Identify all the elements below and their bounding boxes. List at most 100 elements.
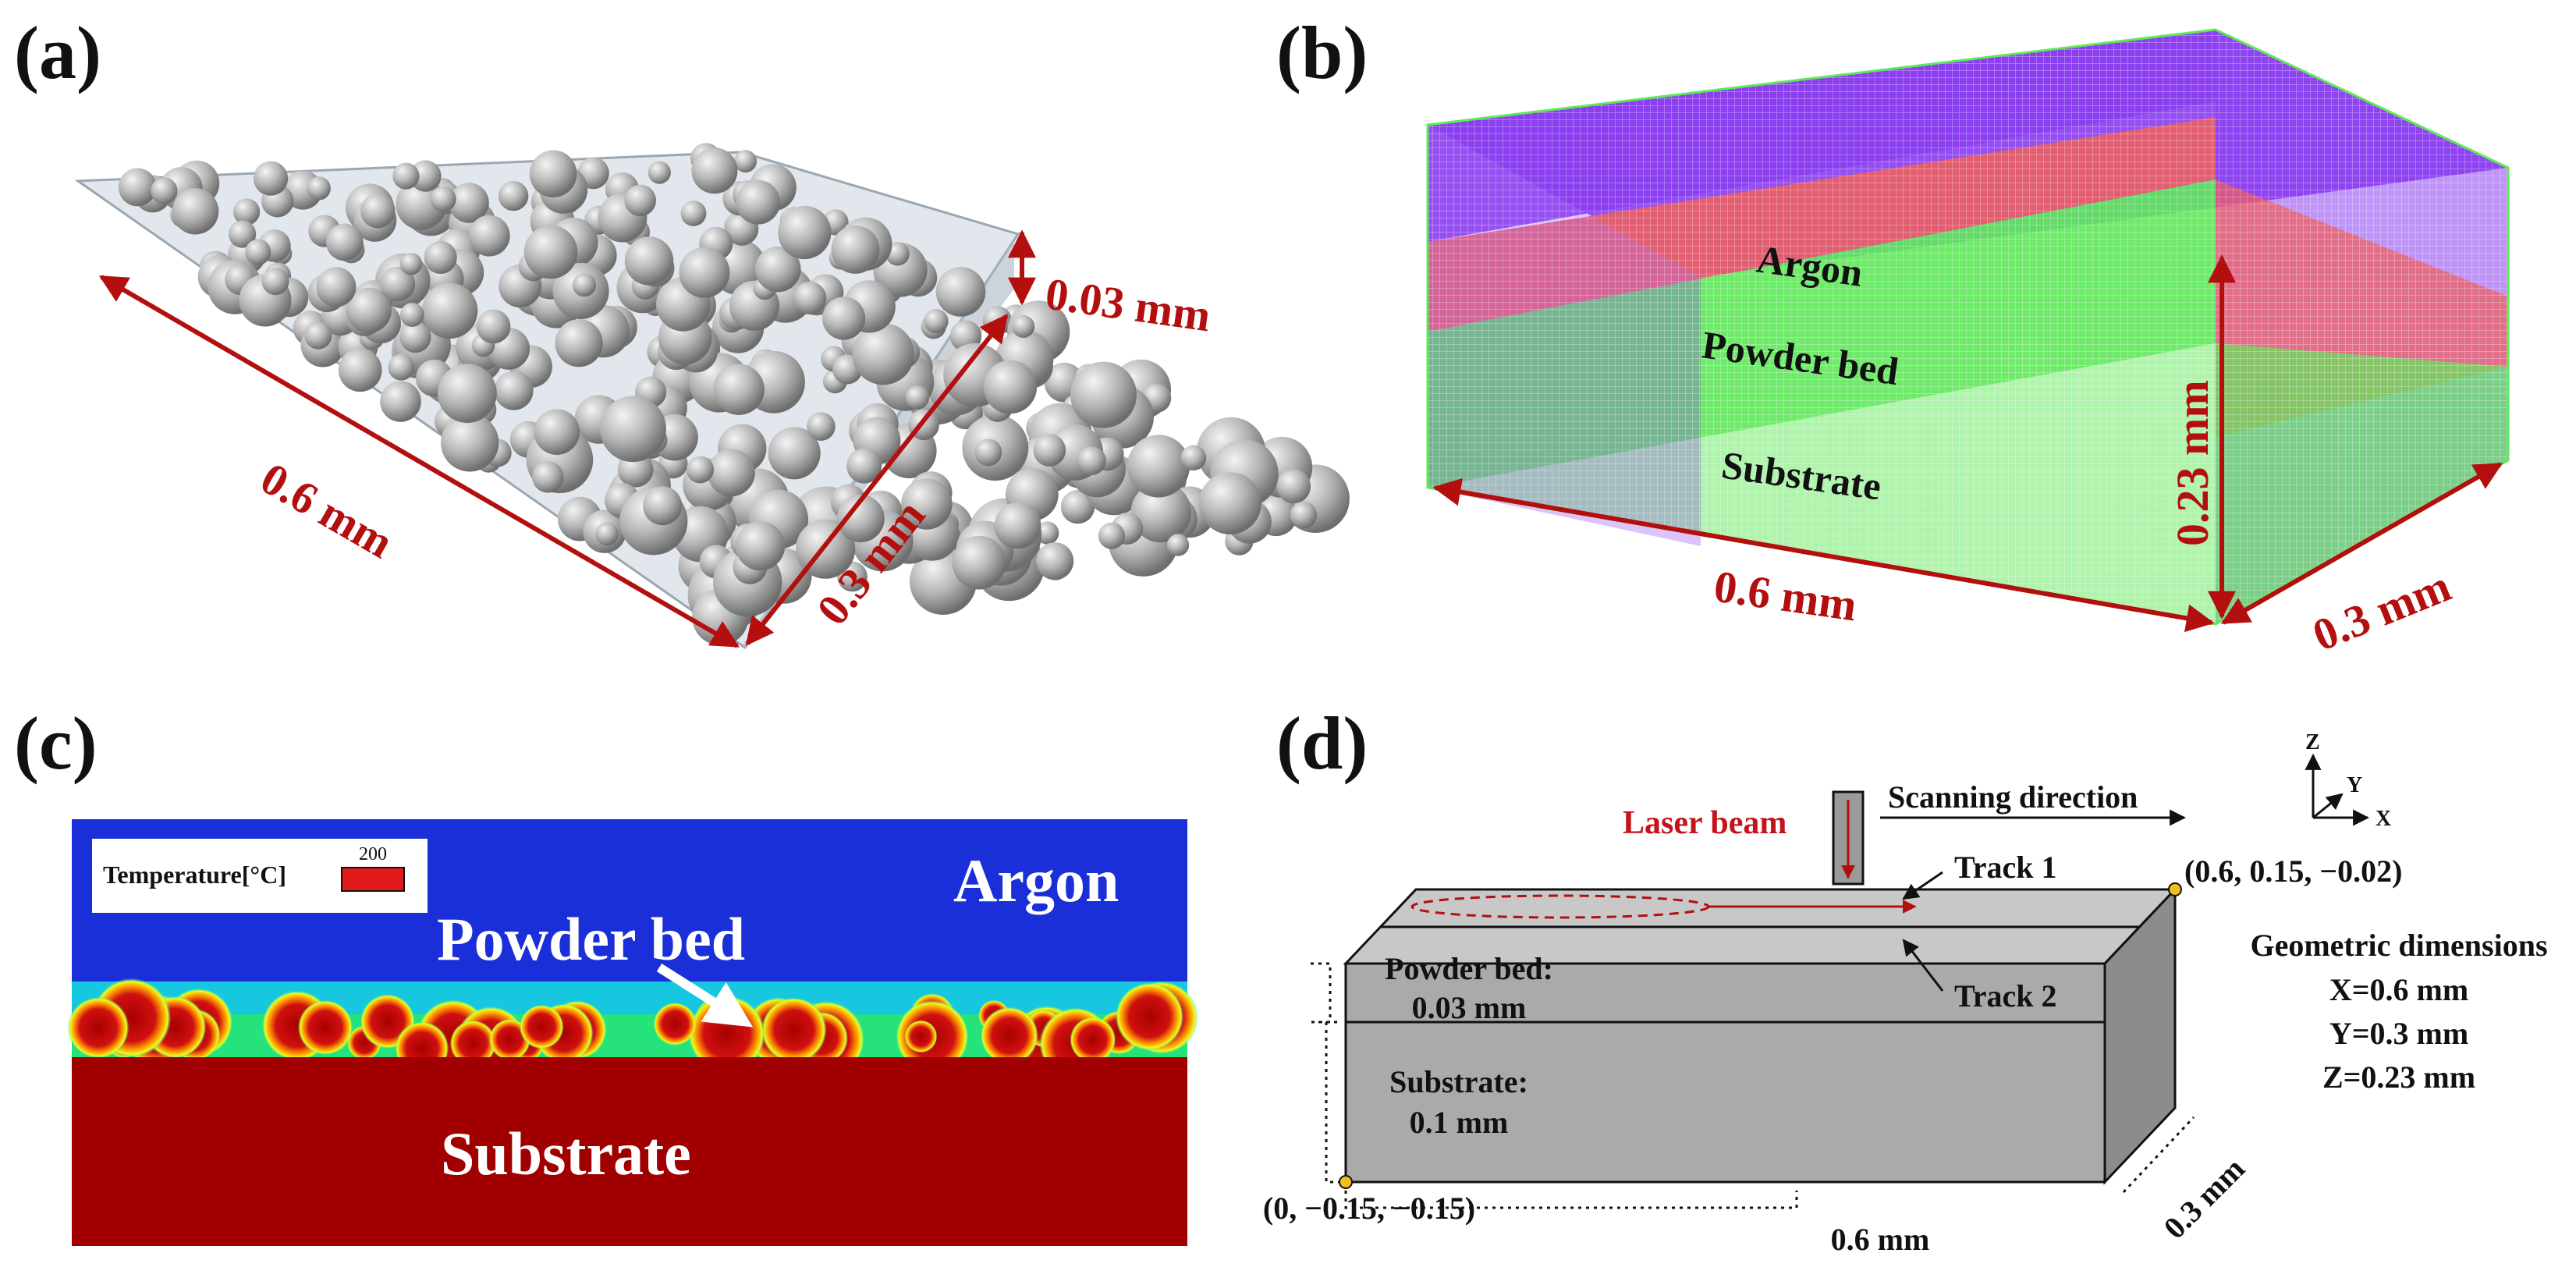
powder-particle (410, 160, 442, 192)
powder-particle (994, 502, 1041, 549)
powder-particle (1070, 361, 1137, 428)
powder-particle (325, 223, 364, 261)
panel-label-b: (b) (1276, 11, 1368, 94)
powder-particle (831, 225, 880, 274)
powder-particle (713, 364, 765, 415)
powder-particle (924, 308, 949, 334)
powder-particle (399, 253, 423, 275)
powder-particle (1012, 315, 1035, 338)
powder-particle (498, 180, 529, 211)
powder-bed-dim-value: 0.03 mm (1412, 990, 1527, 1025)
d-dim-depth: 0.3 mm (2157, 1151, 2251, 1245)
melt-particle (761, 997, 827, 1063)
geo-dim-x: X=0.6 mm (2329, 972, 2468, 1007)
geo-dim-z: Z=0.23 mm (2322, 1060, 2475, 1095)
powder-particle (532, 461, 564, 493)
powder-particle (648, 161, 671, 184)
powder-particle (687, 456, 714, 484)
panel-b-mesh-box (1426, 28, 2510, 626)
powder-particle (534, 409, 580, 455)
powder-particle (424, 240, 457, 275)
powder-particle (233, 198, 261, 225)
powder-particle (572, 273, 597, 297)
melt-particle (653, 1002, 697, 1046)
corner-bottom-label: (0, −0.15, −0.15) (1263, 1191, 1475, 1226)
powder-particle (523, 225, 578, 279)
geo-dim-y: Y=0.3 mm (2329, 1016, 2468, 1051)
powder-particle (360, 193, 396, 229)
powder-particle (1060, 489, 1095, 524)
powder-particle (304, 321, 332, 350)
track2-label: Track 2 (1954, 978, 2056, 1013)
powder-particle (555, 319, 603, 367)
powder-bed-dim-label: Powder bed: (1385, 951, 1553, 986)
d-dim-width: 0.6 mm (1831, 1222, 1930, 1257)
powder-particle (1130, 481, 1192, 543)
corner-point-bottom (1339, 1175, 1353, 1189)
powder-particle (1166, 534, 1190, 556)
powder-particle (392, 162, 420, 190)
powder-particle (983, 360, 1038, 414)
legend-title: Temperature[°C] (103, 861, 286, 889)
substrate-dim-value: 0.1 mm (1410, 1105, 1509, 1140)
melt-particle (1070, 1017, 1116, 1063)
powder-particle (1098, 522, 1126, 549)
powder-particle (1290, 501, 1318, 529)
sim-substrate-label: Substrate (441, 1120, 691, 1187)
legend-value: 200 (359, 844, 387, 864)
powder-particle (1127, 435, 1190, 498)
powder-particle (624, 184, 656, 217)
powder-particle (307, 176, 331, 201)
melt-particle (980, 1006, 1039, 1065)
powder-particle (172, 188, 219, 235)
powder-particle (1077, 446, 1106, 475)
melt-particle (449, 1020, 497, 1067)
powder-particle (974, 438, 1002, 467)
corner-point-top (2168, 882, 2182, 896)
panel-d-schematic: Z Y X (1311, 730, 2391, 1209)
panel-d-labels: Laser beam Scanning direction Track 1 Tr… (1263, 779, 2548, 1257)
powder-particle (1033, 434, 1066, 467)
powder-particle (1035, 521, 1059, 545)
powder-particle (421, 282, 478, 339)
axes-triad: Z Y X (2305, 730, 2391, 831)
powder-particle (380, 381, 421, 422)
axis-z-label: Z (2305, 730, 2320, 754)
powder-particle (430, 186, 456, 212)
powder-particle (691, 147, 738, 194)
powder-particle (253, 161, 289, 196)
laser-beam-label: Laser beam (1623, 805, 1787, 841)
panel-c-simulation: Temperature[°C] 200 Argon Powder bed Sub… (67, 819, 1198, 1246)
powder-particle (1036, 542, 1074, 580)
powder-particle (734, 150, 757, 173)
powder-particle (229, 220, 257, 248)
panel-label-d: (d) (1276, 701, 1368, 785)
dim-b-z: 0.23 mm (2167, 380, 2218, 546)
powder-particle (822, 296, 866, 340)
panel-a-powder-box (74, 143, 1350, 650)
geo-dims-title: Geometric dimensions (2250, 928, 2547, 963)
powder-particle (399, 303, 424, 327)
powder-particle (494, 371, 534, 410)
powder-particle (680, 201, 707, 226)
powder-particle (449, 183, 489, 223)
powder-particle (338, 348, 382, 392)
corner-top-label: (0.6, 0.15, −0.02) (2184, 854, 2402, 889)
powder-particle (643, 486, 683, 526)
powder-particle (316, 267, 357, 307)
dim-b-y: 0.3 mm (2306, 560, 2458, 661)
legend-swatch (341, 867, 405, 892)
powder-particle (736, 179, 780, 225)
powder-particle (1180, 445, 1207, 470)
dim-a-x: 0.6 mm (253, 453, 403, 568)
powder-particle (735, 521, 786, 571)
axis-x-label: X (2376, 807, 2391, 831)
powder-particle (245, 239, 271, 265)
powder-particle (529, 150, 577, 198)
powder-particle (468, 215, 510, 257)
axis-y-label: Y (2347, 773, 2362, 797)
powder-particle (935, 267, 986, 317)
panel-label-a: (a) (14, 11, 101, 94)
powder-particle (118, 168, 157, 207)
powder-particle (151, 177, 178, 204)
